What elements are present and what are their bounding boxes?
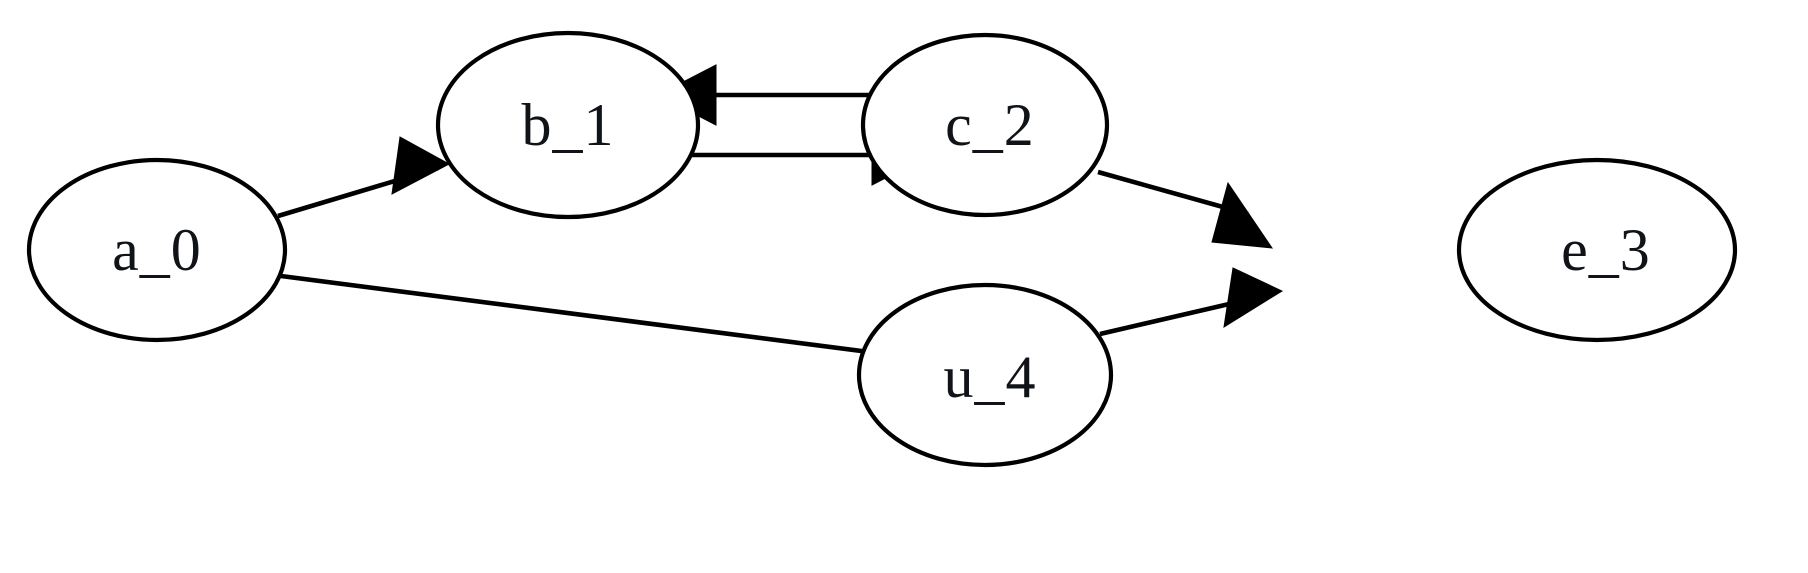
edge-u4-to-e3[interactable] — [1099, 267, 1284, 337]
node-b-1[interactable]: b_1 — [435, 30, 701, 220]
node-ellipse-a-0 — [26, 157, 288, 343]
edge-a0-to-b1[interactable] — [277, 136, 451, 219]
node-a-0[interactable]: a_0 — [26, 157, 288, 343]
node-ellipse-e-3 — [1456, 157, 1738, 343]
edge-c2-to-e3[interactable] — [1097, 169, 1274, 249]
node-ellipse-u-4 — [856, 282, 1114, 468]
node-label-u-4: u_4 — [944, 344, 1037, 410]
edge-line-a0-u4 — [280, 273, 901, 359]
arrowhead-a0-b1 — [391, 136, 451, 195]
node-ellipse-c-2 — [860, 32, 1110, 218]
node-label-e-3: e_3 — [1561, 217, 1651, 283]
node-label-a-0: a_0 — [112, 217, 202, 283]
arrowhead-u4-e3 — [1223, 267, 1284, 328]
node-ellipse-b-1 — [435, 30, 701, 220]
arrowhead-c2-e3 — [1211, 181, 1274, 249]
edge-a0-to-u4[interactable] — [280, 273, 930, 394]
node-label-c-2: c_2 — [945, 92, 1035, 158]
node-label-b-1: b_1 — [522, 92, 615, 158]
node-c-2[interactable]: c_2 — [860, 32, 1110, 218]
node-e-3[interactable]: e_3 — [1456, 157, 1738, 343]
node-u-4[interactable]: u_4 — [856, 282, 1114, 468]
